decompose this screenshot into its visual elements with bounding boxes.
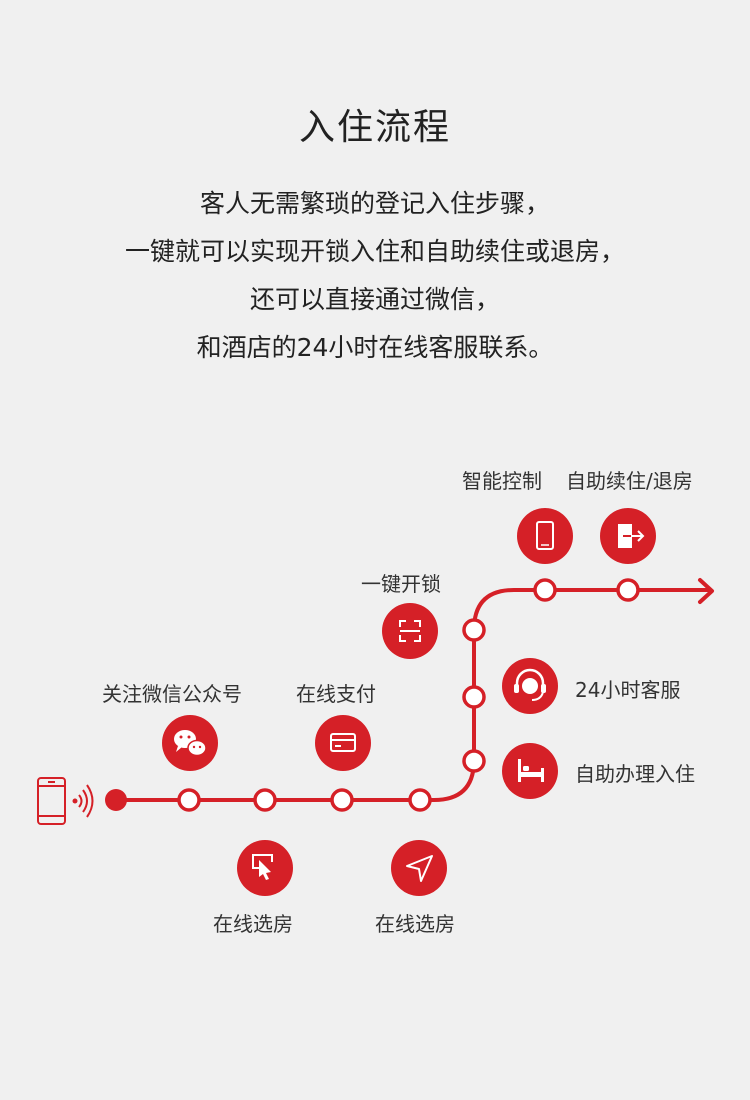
- route-node: [253, 788, 277, 812]
- label-pay-online: 在线支付: [296, 682, 376, 706]
- label-choose-room: 在线选房: [375, 912, 455, 936]
- bed-icon: [502, 743, 558, 799]
- route-node: [408, 788, 432, 812]
- smartphone-icon: [517, 508, 573, 564]
- intro-line: 还可以直接通过微信，: [249, 285, 500, 314]
- route-node: [533, 578, 557, 602]
- route-node: [462, 749, 486, 773]
- phone-nfc-icon: [37, 777, 94, 825]
- label-choose-room: 在线选房: [213, 912, 293, 936]
- wechat-icon: [162, 715, 218, 771]
- route-start-dot: [105, 789, 127, 811]
- route-node: [616, 578, 640, 602]
- label-24h-service: 24小时客服: [575, 678, 681, 702]
- intro-line: 一键就可以实现开锁入住和自助续住或退房，: [124, 237, 625, 266]
- label-one-key-unlock: 一键开锁: [361, 572, 441, 596]
- route-node: [177, 788, 201, 812]
- cursor-click-icon: [237, 840, 293, 896]
- navigation-icon: [391, 840, 447, 896]
- intro-text: 客人无需繁琐的登记入住步骤， 一键就可以实现开锁入住和自助续住或退房， 还可以直…: [0, 180, 750, 372]
- route-node: [462, 685, 486, 709]
- route-node: [462, 618, 486, 642]
- scan-unlock-icon: [382, 603, 438, 659]
- page-title: 入住流程: [298, 107, 451, 148]
- label-smart-control: 智能控制: [462, 469, 542, 493]
- route-node: [330, 788, 354, 812]
- intro-line: 客人无需繁琐的登记入住步骤，: [199, 189, 550, 218]
- label-follow-wechat: 关注微信公众号: [102, 682, 242, 706]
- label-self-checkin: 自助办理入住: [575, 762, 695, 786]
- card-payment-icon: [315, 715, 371, 771]
- label-self-renew-checkout: 自助续住/退房: [566, 469, 693, 493]
- intro-line: 和酒店的24小时在线客服联系。: [196, 333, 554, 362]
- headset-icon: [502, 658, 558, 714]
- arrow-head: [698, 578, 714, 604]
- door-exit-icon: [600, 508, 656, 564]
